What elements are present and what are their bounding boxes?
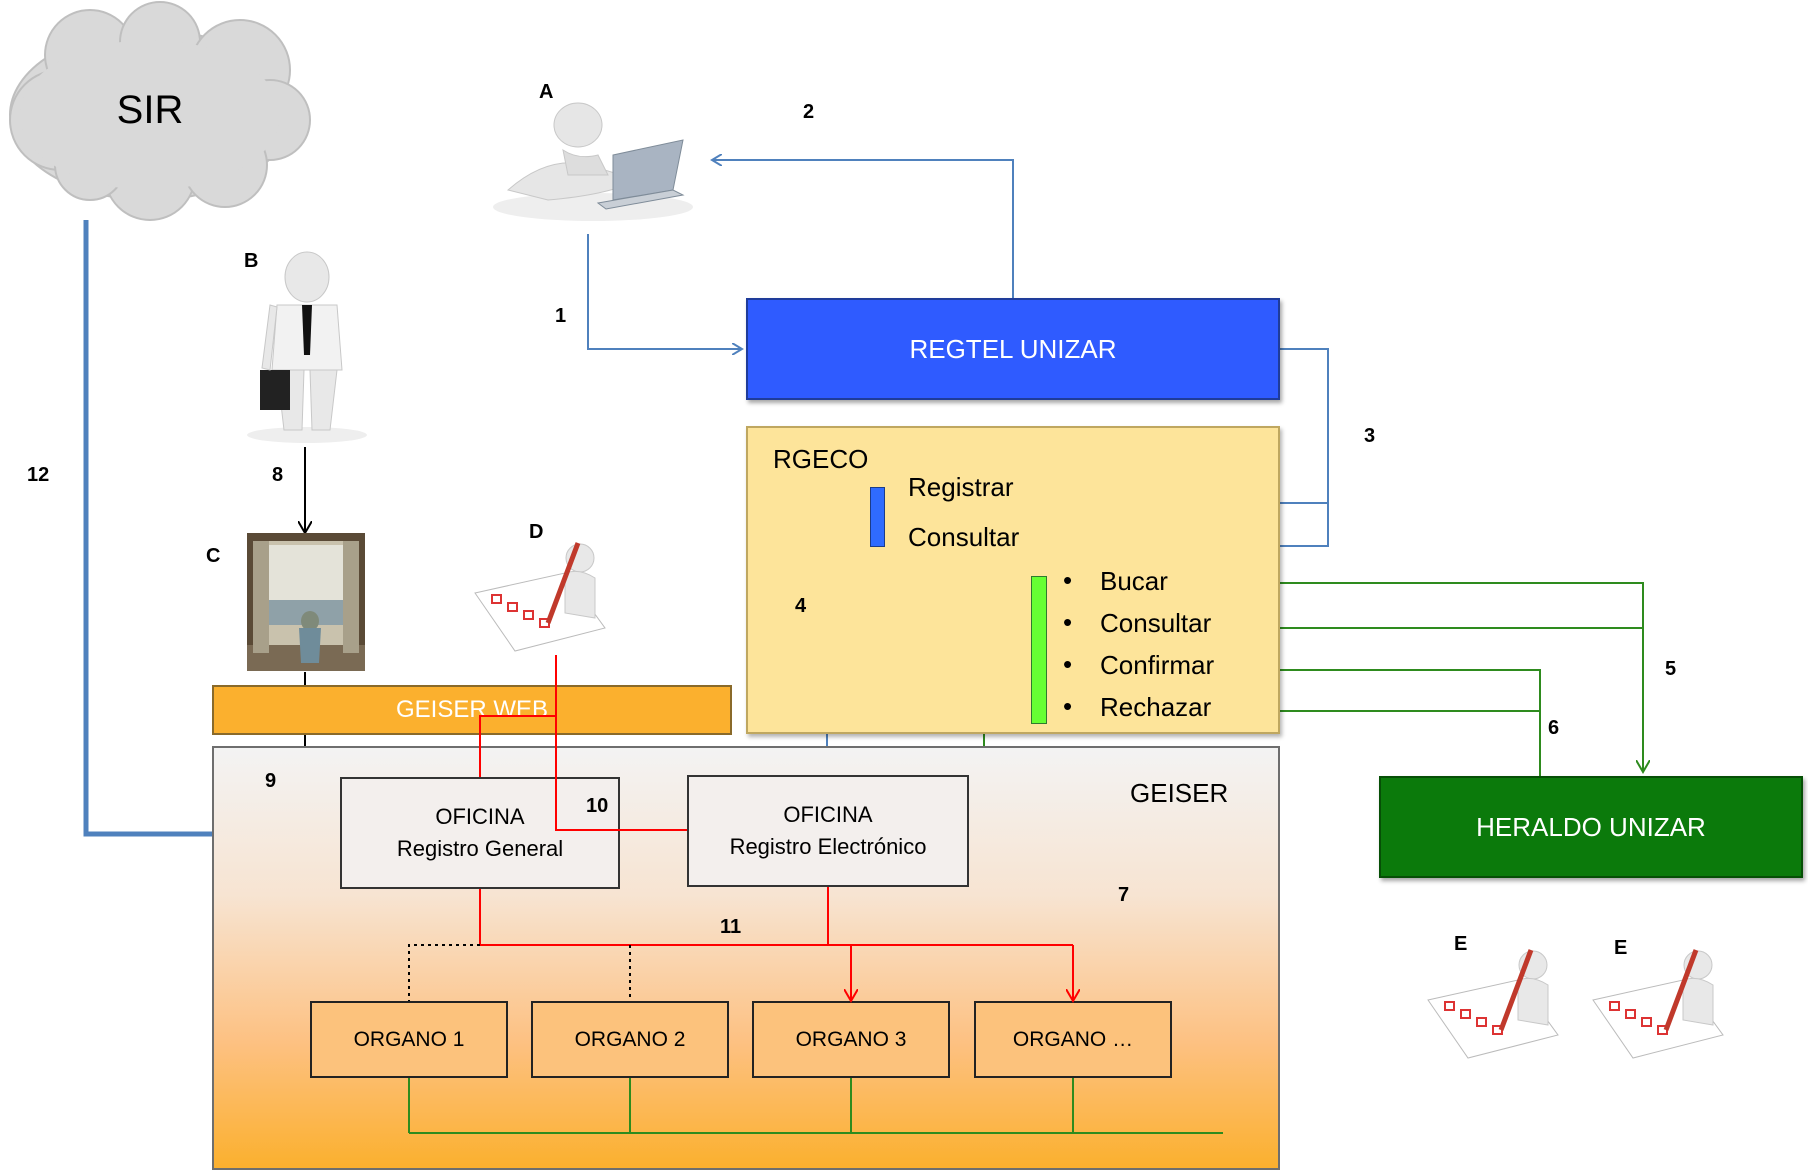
heraldo-box: HERALDO UNIZAR — [1379, 776, 1803, 878]
office-electronic-line2: Registro Electrónico — [729, 834, 927, 859]
rgeco-title: RGECO — [773, 444, 869, 474]
step-8: 8 — [272, 464, 284, 486]
organo-2-label: ORGANO 2 — [574, 1027, 686, 1051]
step-6: 6 — [1548, 717, 1560, 739]
step-4: 4 — [795, 595, 807, 617]
step-12: 12 — [27, 464, 50, 486]
bullet: • — [1063, 649, 1073, 679]
arrow-2 — [712, 160, 1014, 298]
office-general-line1: OFICINA — [435, 804, 525, 829]
figure-label-d: D — [529, 521, 544, 543]
office-general-line2: Registro General — [396, 836, 564, 861]
geiser-title: GEISER — [1130, 778, 1229, 808]
regtel-box: REGTEL UNIZAR — [746, 298, 1280, 400]
step-1: 1 — [555, 305, 567, 327]
step-9: 9 — [265, 770, 277, 792]
organo-3-label: ORGANO 3 — [795, 1027, 907, 1051]
person-laptop-icon — [493, 102, 693, 221]
geiser-web-label: GEISER WEB — [395, 696, 549, 723]
step-7: 7 — [1118, 884, 1130, 906]
painting-icon — [247, 533, 365, 671]
office-registro-electronico: OFICINA Registro Electrónico — [687, 775, 969, 887]
checklist-writer-icon — [474, 542, 606, 652]
regtel-label: REGTEL UNIZAR — [909, 333, 1117, 364]
figure-label-c: C — [206, 545, 221, 567]
figure-label-e: E — [1454, 933, 1468, 955]
organo-4: ORGANO … — [974, 1001, 1172, 1078]
bullet: • — [1063, 691, 1073, 721]
geiser-web-bar: GEISER WEB — [212, 685, 732, 735]
organo-1-label: ORGANO 1 — [353, 1027, 465, 1051]
action-rechazar: Rechazar — [1100, 692, 1212, 722]
rgeco-blue-bar — [870, 487, 885, 547]
step-2: 2 — [803, 101, 815, 123]
office-registro-general: OFICINA Registro General — [340, 777, 620, 889]
action-consultar: Consultar — [1100, 608, 1212, 638]
checklist-writer-icon — [1592, 949, 1724, 1059]
step-10: 10 — [586, 795, 609, 817]
action-bucar: Bucar — [1100, 566, 1168, 596]
arrow-6a — [1246, 670, 1541, 776]
figure-label-e: E — [1614, 937, 1628, 959]
checklist-writer-icon — [1427, 949, 1559, 1059]
office-electronic-line1: OFICINA — [783, 802, 873, 827]
step-11: 11 — [720, 916, 742, 938]
rgeco-green-bar — [1031, 576, 1047, 724]
organo-4-label: ORGANO … — [1012, 1027, 1134, 1051]
bullet: • — [1063, 607, 1073, 637]
organo-3: ORGANO 3 — [752, 1001, 950, 1078]
bullet: • — [1063, 565, 1073, 595]
action-consultar-top: Consultar — [908, 522, 1020, 552]
rgeco-panel — [746, 426, 1280, 734]
figure-label-b: B — [244, 250, 259, 272]
arrow-5a — [1245, 582, 1643, 772]
businessman-icon — [247, 251, 367, 443]
sir-cloud — [9, 1, 311, 221]
organo-2: ORGANO 2 — [531, 1001, 729, 1078]
step-3: 3 — [1364, 425, 1376, 447]
action-registrar: Registrar — [908, 472, 1014, 502]
figure-label-a: A — [539, 81, 554, 103]
action-confirmar: Confirmar — [1100, 650, 1215, 680]
heraldo-label: HERALDO UNIZAR — [1476, 811, 1706, 842]
step-5: 5 — [1665, 658, 1677, 680]
sir-label: SIR — [116, 87, 184, 132]
organo-1: ORGANO 1 — [310, 1001, 508, 1078]
arrow-1 — [587, 234, 742, 349]
